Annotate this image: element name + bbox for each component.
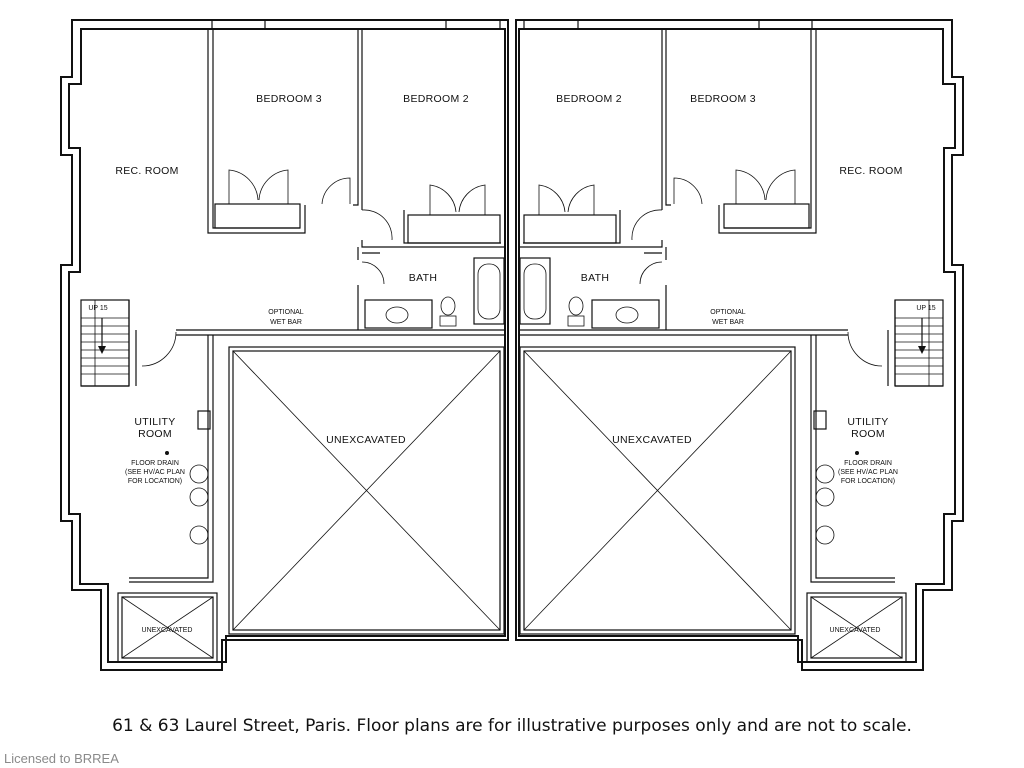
- unexcavated-small-area: [117, 592, 218, 663]
- bedroom-2-wall: [361, 29, 505, 248]
- wet-bar-label-2: WET BAR: [270, 319, 302, 326]
- floor-drain-label-1: FLOOR DRAIN: [844, 460, 892, 467]
- bedroom-3-wall: [207, 29, 359, 234]
- floor-drain-label-2: (SEE HV/AC PLAN: [838, 469, 898, 476]
- wet-bar-label-1: OPTIONAL: [710, 309, 746, 316]
- exterior-wall-inner: [68, 28, 506, 663]
- floor-drain-label-1: FLOOR DRAIN: [131, 460, 179, 467]
- utility-room-wall: [81, 335, 214, 583]
- unexcavated-small-label: UNEXCAVATED: [830, 627, 881, 634]
- right-unit: [515, 19, 964, 671]
- plan-caption: 61 & 63 Laurel Street, Paris. Floor plan…: [112, 716, 912, 736]
- bathtub: [473, 257, 505, 325]
- bedroom-2-label: BEDROOM 2: [556, 93, 622, 105]
- wet-bar-label-2: WET BAR: [712, 319, 744, 326]
- unexcavated-large-area: [228, 346, 505, 635]
- stairs-left: [80, 299, 130, 387]
- floor-drain-label-3: FOR LOCATION): [128, 478, 182, 485]
- floor-drain-label-3: FOR LOCATION): [841, 478, 895, 485]
- bath-wall: [357, 247, 380, 330]
- bath-label: BATH: [409, 272, 437, 284]
- toilet-icon: [440, 296, 456, 316]
- utility-label-1: UTILITY: [134, 416, 175, 428]
- bedroom-2-label: BEDROOM 2: [403, 93, 469, 105]
- floor-drain-label-2: (SEE HV/AC PLAN: [125, 469, 185, 476]
- closet-bedroom-2: [407, 214, 501, 244]
- rec-room-label: REC. ROOM: [839, 165, 902, 177]
- rec-room-label: REC. ROOM: [115, 165, 178, 177]
- utility-label-2: ROOM: [138, 428, 172, 440]
- stairs-up-label: UP 15: [916, 305, 935, 312]
- stairs-up-label: UP 15: [88, 305, 107, 312]
- exterior-wall-outer: [60, 19, 509, 671]
- bath-label: BATH: [581, 272, 609, 284]
- vanity: [364, 299, 433, 329]
- wet-bar-label-1: OPTIONAL: [268, 309, 304, 316]
- utility-label-1: UTILITY: [847, 416, 888, 428]
- bedroom-3-label: BEDROOM 3: [256, 93, 322, 105]
- unexcavated-small-label: UNEXCAVATED: [142, 627, 193, 634]
- right-unit-labels: REC. ROOM BEDROOM 3 BEDROOM 2 BATH OPTIO…: [556, 93, 936, 634]
- left-unit: REC. ROOM BEDROOM 3 BEDROOM 2 BATH OPTIO…: [60, 19, 509, 671]
- unexcavated-large-label: UNEXCAVATED: [326, 434, 406, 446]
- unexcavated-large-label: UNEXCAVATED: [612, 434, 692, 446]
- bedroom-3-label: BEDROOM 3: [690, 93, 756, 105]
- license-watermark: Licensed to BRREA: [4, 751, 119, 766]
- closet-bedroom-3: [214, 203, 301, 229]
- utility-label-2: ROOM: [851, 428, 885, 440]
- floor-plan-drawing: REC. ROOM BEDROOM 3 BEDROOM 2 BATH OPTIO…: [60, 19, 964, 671]
